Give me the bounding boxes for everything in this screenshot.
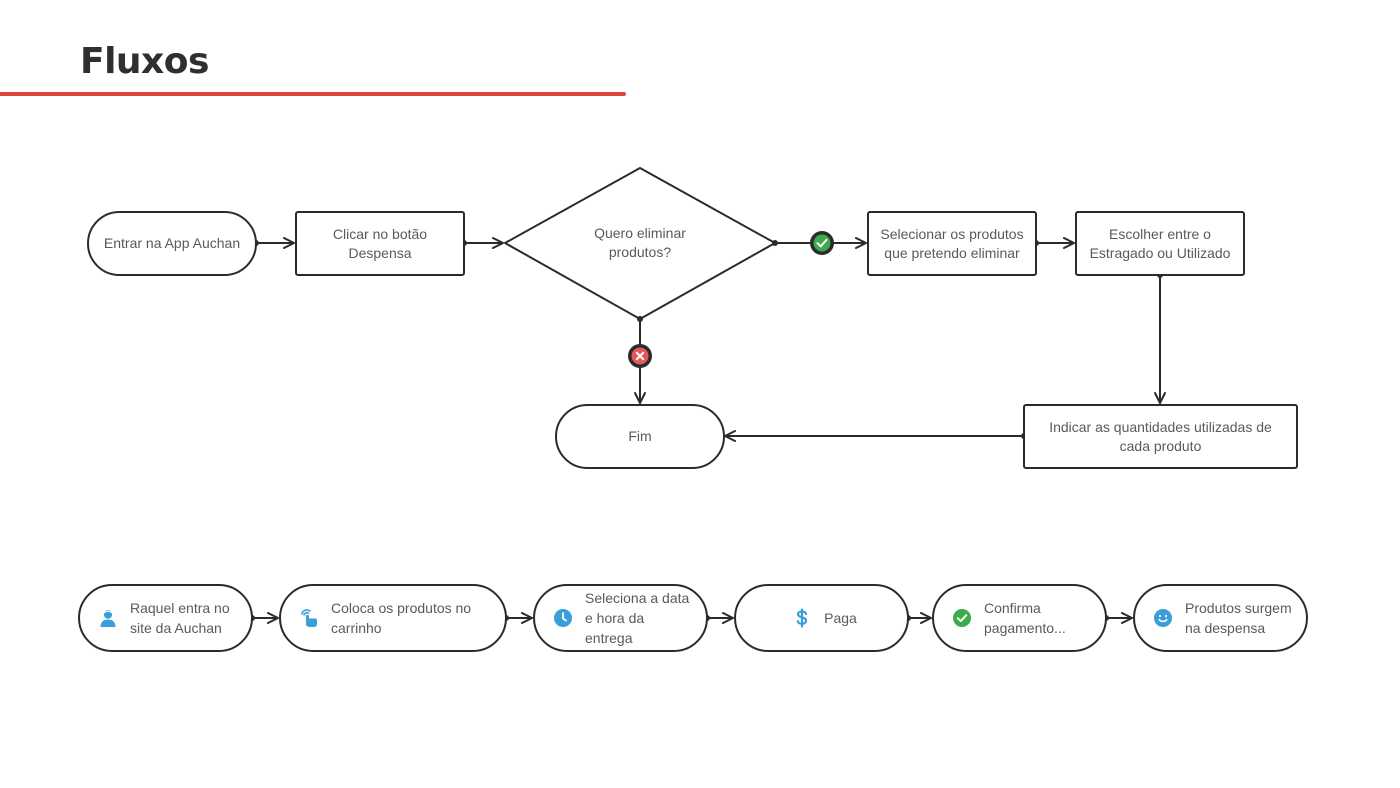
dollar-icon bbox=[792, 608, 812, 628]
step-pay-label: Paga bbox=[824, 610, 857, 626]
title-underline bbox=[0, 92, 626, 96]
step-add-to-cart: Coloca os produtos no carrinho bbox=[279, 584, 507, 652]
page-title: Fluxos bbox=[80, 41, 209, 82]
step-select-delivery: Seleciona a data e hora da entrega bbox=[533, 584, 708, 652]
touch-icon bbox=[299, 608, 319, 628]
select-products-label: Selecionar os produtos que pretendo elim… bbox=[880, 225, 1024, 261]
step-add-to-cart-label: Coloca os produtos no carrinho bbox=[331, 600, 472, 636]
click-despensa-label: Clicar no botão Despensa bbox=[332, 225, 428, 261]
x-icon bbox=[628, 344, 652, 368]
step-select-delivery-label: Seleciona a data e hora da entrega bbox=[585, 590, 690, 646]
person-icon bbox=[98, 608, 118, 628]
decision-label: Quero eliminar produtos? bbox=[594, 225, 686, 260]
select-products-node: Selecionar os produtos que pretendo elim… bbox=[867, 211, 1037, 276]
start-node: Entrar na App Auchan bbox=[87, 211, 257, 276]
start-node-label: Entrar na App Auchan bbox=[103, 235, 241, 251]
smile-icon bbox=[1153, 608, 1173, 628]
end-node-label: Fim bbox=[628, 428, 652, 444]
clock-icon bbox=[553, 608, 573, 628]
indicate-quantities-node: Indicar as quantidades utilizadas de cad… bbox=[1023, 404, 1298, 469]
indicate-quantities-label: Indicar as quantidades utilizadas de cad… bbox=[1049, 418, 1272, 454]
check-icon bbox=[810, 231, 834, 255]
step-enter-site-label: Raquel entra no site da Auchan bbox=[130, 600, 230, 636]
choose-condition-label: Escolher entre o Estragado ou Utilizado bbox=[1089, 225, 1231, 261]
step-products-appear: Produtos surgem na despensa bbox=[1133, 584, 1308, 652]
click-despensa-node: Clicar no botão Despensa bbox=[295, 211, 465, 276]
step-enter-site: Raquel entra no site da Auchan bbox=[78, 584, 253, 652]
step-pay: Paga bbox=[734, 584, 909, 652]
step-confirm-payment-label: Confirma pagamento... bbox=[984, 600, 1066, 636]
check-circle-icon bbox=[952, 608, 972, 628]
end-node: Fim bbox=[555, 404, 725, 469]
choose-condition-node: Escolher entre o Estragado ou Utilizado bbox=[1075, 211, 1245, 276]
step-confirm-payment: Confirma pagamento... bbox=[932, 584, 1107, 652]
step-products-appear-label: Produtos surgem na despensa bbox=[1185, 600, 1292, 636]
